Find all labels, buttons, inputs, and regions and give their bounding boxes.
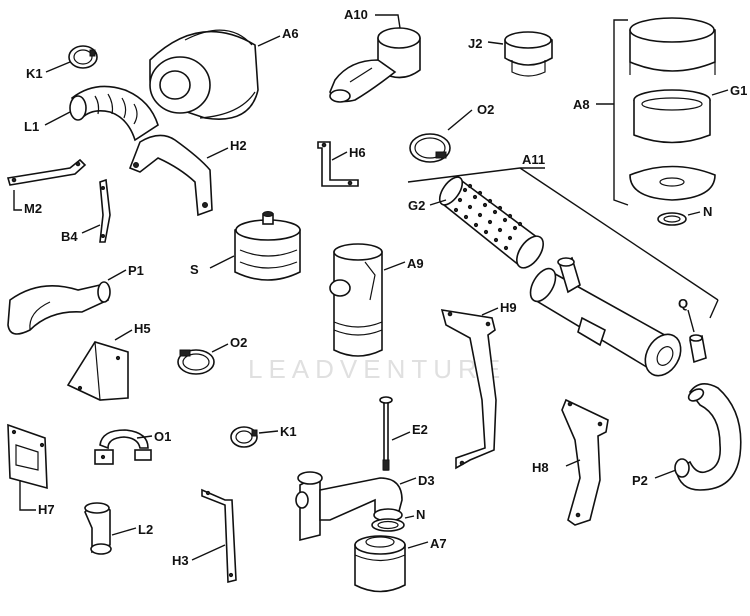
label-a7: A7 [430, 536, 447, 551]
label-q: Q [678, 296, 688, 311]
label-h2: H2 [230, 138, 247, 153]
label-g2: G2 [408, 198, 425, 213]
part-a7-cap [354, 535, 406, 593]
part-h3-bracket [201, 488, 237, 584]
part-h6-bracket [317, 141, 359, 187]
part-a11-housing [529, 256, 682, 377]
part-k1-clamp-bottom [230, 426, 258, 448]
label-o2-mid: O2 [230, 335, 247, 350]
label-h9: H9 [500, 300, 517, 315]
part-n-washer-bottom [371, 518, 405, 532]
label-a9: A9 [407, 256, 424, 271]
part-a9-canister [329, 243, 383, 357]
label-h8: H8 [532, 460, 549, 475]
label-a11: A11 [522, 152, 545, 167]
label-m2: M2 [24, 201, 42, 216]
label-p2: P2 [632, 473, 648, 488]
part-m2-bar [6, 158, 87, 186]
label-j2: J2 [468, 36, 482, 51]
label-k1-top: K1 [26, 66, 43, 81]
part-a8-assembly [629, 17, 716, 226]
part-q-fitting [689, 334, 707, 364]
part-j2-cap [504, 31, 553, 77]
label-d3: D3 [418, 473, 435, 488]
part-l1-elbow-hose [69, 85, 159, 142]
part-o2-clamp-top [409, 133, 451, 163]
label-a8: A8 [573, 97, 590, 112]
label-k1-bottom: K1 [280, 424, 297, 439]
part-g2-filter [438, 176, 544, 269]
label-l1: L1 [24, 119, 39, 134]
part-s-precleaner [234, 211, 301, 281]
label-h6: H6 [349, 145, 366, 160]
part-p1-hose [7, 281, 111, 335]
part-a10-precleaner [329, 27, 421, 103]
label-h3: H3 [172, 553, 189, 568]
label-h7: H7 [38, 502, 55, 517]
part-h7-plate [7, 423, 48, 490]
label-g1: G1 [730, 83, 747, 98]
part-h5-bracket [66, 341, 129, 401]
label-a10: A10 [344, 7, 368, 22]
label-n-top: N [703, 204, 712, 219]
label-a6: A6 [282, 26, 299, 41]
part-o2-clamp-mid [177, 349, 215, 375]
part-h2-strap [128, 134, 213, 217]
label-b4: B4 [61, 229, 78, 244]
part-o1-clamp [94, 429, 152, 465]
label-h5: H5 [134, 321, 151, 336]
part-e2-rod [379, 396, 393, 471]
label-e2: E2 [412, 422, 428, 437]
label-n-bottom: N [416, 507, 425, 522]
part-l2-elbow [84, 502, 112, 555]
part-b4-strap [99, 178, 111, 243]
watermark-text: LEADVENTURE [248, 354, 506, 384]
label-p1: P1 [128, 263, 144, 278]
part-h9-bracket [440, 309, 497, 470]
label-o2-top: O2 [477, 102, 494, 117]
part-h8-bracket [561, 398, 609, 526]
part-d3-tee [295, 471, 403, 542]
part-p2-hose [674, 383, 742, 491]
part-k1-clamp-top [68, 45, 98, 69]
part-a6-housing [149, 29, 259, 120]
label-s: S [190, 262, 199, 277]
label-l2: L2 [138, 522, 153, 537]
label-o1: O1 [154, 429, 171, 444]
